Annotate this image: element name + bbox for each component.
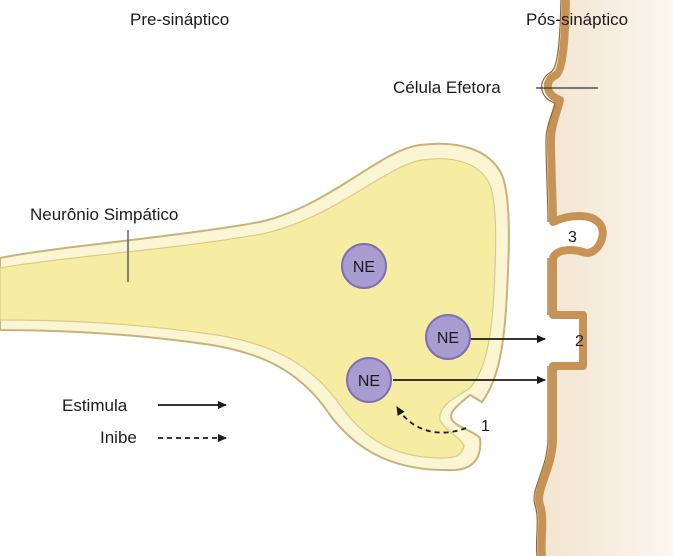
sympathetic-neuron-label: Neurônio Simpático [30,205,178,224]
effector-cell-body [539,0,673,556]
receptor-site-3: 3 [568,229,577,246]
ne-vesicle: NE [426,315,470,359]
presynaptic-label: Pre-sináptico [130,10,229,29]
effector-cell-label: Célula Efetora [393,78,501,97]
svg-text:NE: NE [437,330,459,347]
postsynaptic-label: Pós-sináptico [526,10,628,29]
svg-text:NE: NE [358,373,380,390]
legend-stimulate-label: Estimula [62,396,128,415]
legend: Estimula Inibe [62,396,226,447]
receptor-site-2: 2 [575,333,584,350]
effector-cell [534,0,673,556]
legend-inhibit-label: Inibe [100,428,137,447]
ne-vesicle: NE [347,358,391,402]
reuptake-site-1: 1 [481,418,490,435]
svg-text:NE: NE [353,259,375,276]
ne-vesicle: NE [342,244,386,288]
presynaptic-terminal [0,144,509,470]
